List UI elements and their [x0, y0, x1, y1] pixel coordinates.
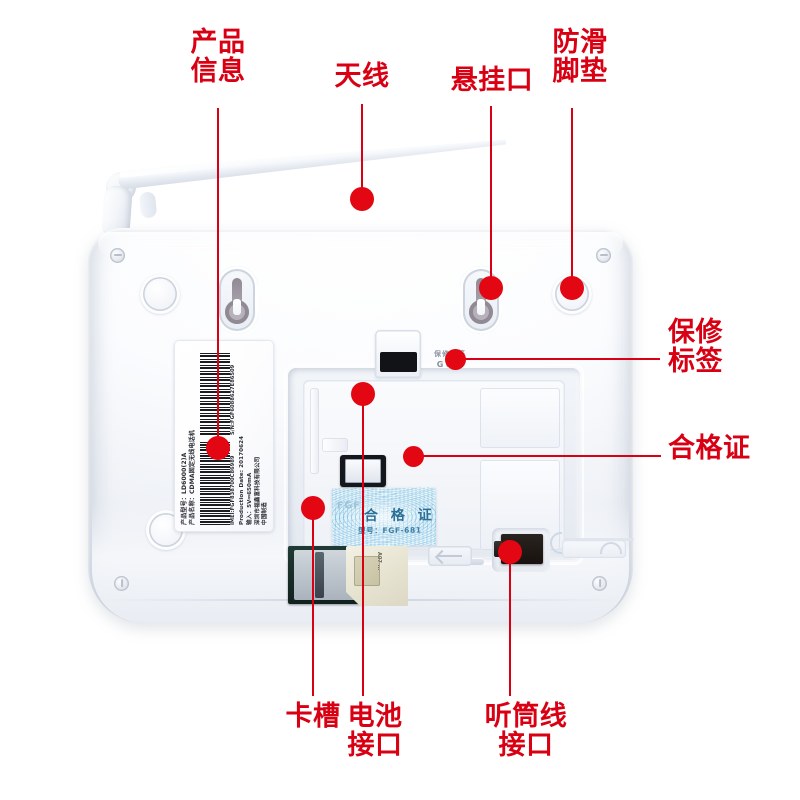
callout-label-certificate: 合格证 [668, 433, 751, 464]
cord-routing-groove [550, 514, 636, 574]
cord-groove-curve-right [600, 542, 622, 555]
leader-line-handset-port [509, 556, 511, 696]
callout-dot-anti-slip-pad [560, 276, 584, 300]
cdma-desk-phone-rear: 产品型号：LD6000(2)A 产品名称：CDMA固定无线电话机 IMEI:FG… [88, 172, 636, 623]
leader-line-warranty-label [455, 358, 660, 360]
cord-groove-straight [564, 538, 634, 541]
hanging-hole-left [216, 266, 258, 334]
callout-dot-antenna [350, 187, 374, 211]
certificate-brand: FGF [336, 500, 361, 512]
sticker-input: 输入：5V⎓650mA [246, 472, 253, 525]
screw-bottom-left [114, 576, 129, 591]
callout-dot-card-slot [301, 496, 325, 520]
callout-dot-handset-port [498, 540, 522, 564]
antenna-joint [138, 191, 158, 219]
sticker-production-date: Production Date: 20170624 [239, 435, 246, 525]
callout-dot-certificate [402, 445, 424, 467]
callout-label-card-slot: 卡槽 [285, 701, 341, 732]
leader-line-product-info [217, 108, 219, 445]
recess-rib-left [310, 388, 319, 474]
leader-line-card-slot [312, 510, 314, 696]
certificate-sticker: FGF 合 格 证 型号：FGF-681 [331, 487, 437, 547]
callout-dot-product-info [206, 436, 230, 460]
callout-label-antenna: 天线 [334, 61, 390, 92]
battery-direction-arrow-marker [428, 546, 472, 566]
sim-card-rail-groove [315, 552, 324, 598]
sticker-name: 产品名称：CDMA固定无线电话机 [189, 429, 197, 525]
keyhole-cutout [477, 299, 485, 315]
screw-bottom-right [592, 576, 607, 591]
leader-line-battery-port [362, 396, 364, 696]
leader-line-hanging-hole [490, 106, 492, 282]
recess-rib-left-2 [322, 438, 348, 452]
callout-label-anti-slip-pad: 防滑 脚垫 [552, 27, 608, 88]
callout-label-product-info: 产品 信息 [190, 27, 246, 88]
callout-dot-warranty-label [444, 348, 466, 370]
leader-line-certificate [413, 455, 661, 457]
antenna-rod [117, 132, 507, 190]
callout-label-battery-port: 电池 接口 [347, 701, 403, 762]
keyhole-cutout [233, 299, 241, 315]
sticker-origin: 中国制造 [262, 502, 269, 525]
sim-card: A07 ... [346, 546, 408, 606]
callout-label-hanging-hole: 悬挂口 [450, 65, 534, 96]
certificate-model: 型号：FGF-681 [358, 525, 422, 536]
leader-line-antenna [361, 104, 363, 196]
keyhole-stem [232, 278, 242, 304]
sim-card-chip [354, 556, 380, 586]
certificate-title: 合 格 证 [363, 507, 436, 525]
body-top-bevel [98, 232, 623, 258]
sticker-company: 深圳市福鑫富科技有限公司 [254, 456, 261, 525]
product-info-sticker: 产品型号：LD6000(2)A 产品名称：CDMA固定无线电话机 IMEI:FG… [174, 340, 274, 532]
screw-top-right [596, 248, 611, 263]
callout-label-warranty-label: 保修 标签 [668, 317, 723, 378]
sticker-imei: IMEI:FGF838700C86989 [230, 455, 237, 526]
sticker-serial: S/N:FGF6088627E86509 [230, 364, 237, 435]
sim-card-text: A07 ... [376, 552, 382, 571]
sticker-model: 产品型号：LD6000(2)A [181, 452, 188, 525]
barcode-serial [200, 351, 231, 435]
leader-line-anti-slip-pad [571, 108, 573, 282]
anti-slip-pad-top-left [140, 274, 180, 314]
screw-top-left [110, 248, 125, 263]
cord-groove-curve-left [550, 532, 563, 554]
recess-rib-right [480, 388, 560, 448]
callout-dot-battery-port [351, 382, 375, 406]
callout-dot-hanging-hole [479, 276, 503, 300]
callout-label-handset-port: 听筒线 接口 [484, 701, 568, 762]
top-connector-contact [380, 352, 417, 372]
